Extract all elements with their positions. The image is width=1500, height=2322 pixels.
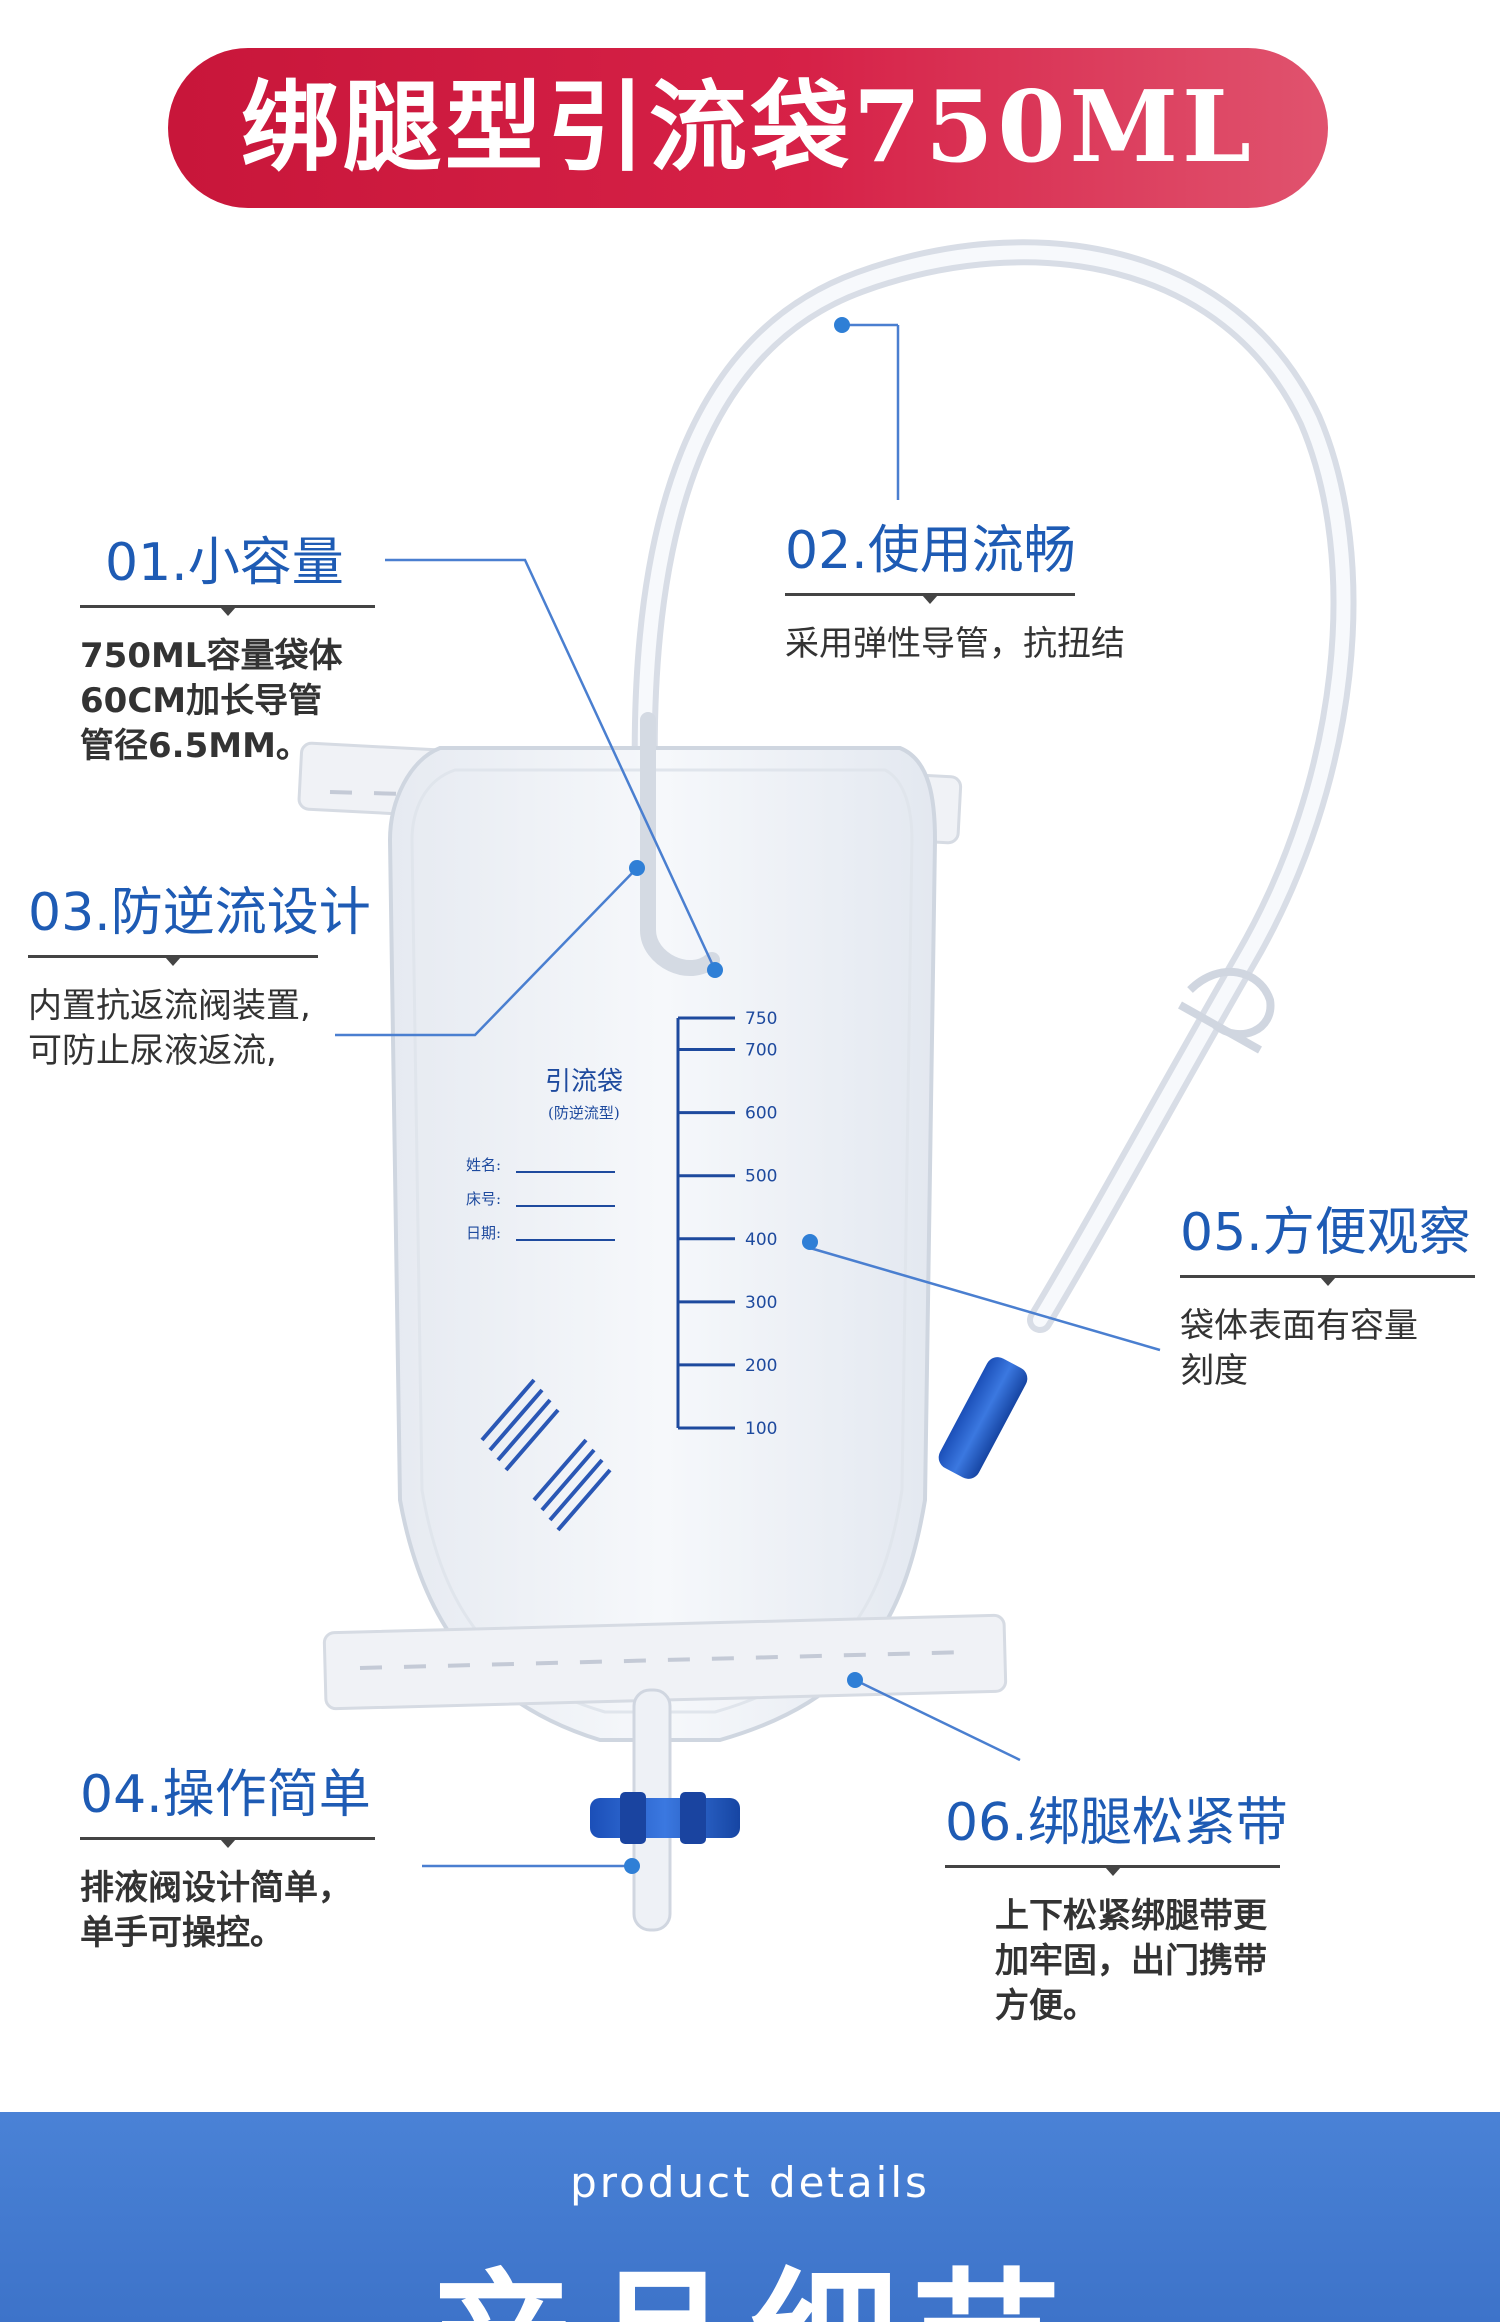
drainage-tube (631, 239, 1357, 1333)
callout-dot-scale (802, 1234, 818, 1250)
feature-observe-desc: 袋体表面有容量 刻度 (1180, 1306, 1418, 1391)
bag-field-date: 日期: (466, 1224, 501, 1242)
bag-body (387, 746, 938, 1742)
feature-strap: 06.绑腿松紧带 上下松紧绑腿带更 加牢固，出门携带 方便。 (945, 1780, 1288, 2029)
feature-capacity-desc: 750ML容量袋体 60CM加长导管 管径6.5MM。 (80, 636, 343, 766)
bag-label: 引流袋 (防逆流型) 姓名: 床号: 日期: (466, 1067, 623, 1242)
feature-flow-divider (785, 593, 1075, 604)
bag-field-name: 姓名: (466, 1156, 501, 1174)
scale-label: 750 (745, 1009, 777, 1029)
feature-flow: 02.使用流畅 采用弹性导管，抗扭结 (785, 508, 1125, 667)
page-title: 绑腿型引流袋750ML (241, 70, 1255, 185)
scale-label: 500 (745, 1167, 777, 1187)
callout-dot-capacity (707, 962, 723, 978)
tube-clamp-icon (1178, 968, 1275, 1054)
callout-dot-drain (624, 1858, 640, 1874)
section-subtitle: product details (570, 2158, 930, 2207)
feature-antireflux-title: 03.防逆流设计 (28, 883, 371, 943)
feature-capacity-title: 01.小容量 (105, 533, 344, 593)
feature-strap-divider (945, 1865, 1280, 1876)
tube-connector-icon (938, 1357, 1028, 1479)
scale-label: 400 (745, 1230, 777, 1250)
bag-field-bed: 床号: (466, 1190, 501, 1208)
drainage-bag-illustration: 引流袋 (防逆流型) 姓名: 床号: 日期: 750 700 600 500 400 30… (297, 239, 1357, 1932)
drain-valve (590, 1688, 740, 1932)
feature-operation-title: 04.操作简单 (80, 1765, 371, 1825)
callout-dot-tube (834, 317, 850, 333)
bottom-strap (322, 1613, 1008, 1711)
callout-dots (624, 317, 863, 1874)
feature-operation: 04.操作简单 排液阀设计简单， 单手可操控。 (80, 1752, 375, 1956)
scale-label: 300 (745, 1293, 777, 1313)
section-header-product-details: product details 产品细节 (0, 2112, 1500, 2322)
scale-label: 200 (745, 1356, 777, 1376)
feature-strap-title: 06.绑腿松紧带 (945, 1793, 1288, 1853)
section-title: 产品细节 (0, 2220, 1500, 2322)
title-banner: 绑腿型引流袋750ML (168, 48, 1328, 208)
feature-capacity: 01.小容量 750ML容量袋体 60CM加长导管 管径6.5MM。 (80, 520, 375, 769)
scale-label: 600 (745, 1104, 777, 1124)
feature-strap-desc: 上下松紧绑腿带更 加牢固，出门携带 方便。 (995, 1896, 1267, 2026)
feature-antireflux: 03.防逆流设计 内置抗返流阀装置, 可防止尿液返流, (28, 870, 371, 1074)
callout-dot-strap (847, 1672, 863, 1688)
bag-label-title: 引流袋 (545, 1067, 623, 1097)
feature-observe: 05.方便观察 袋体表面有容量 刻度 (1180, 1190, 1475, 1394)
scale-label: 100 (745, 1419, 777, 1439)
feature-flow-desc: 采用弹性导管，抗扭结 (785, 624, 1125, 664)
bag-label-subtitle: (防逆流型) (548, 1104, 620, 1122)
feature-antireflux-divider (28, 955, 318, 966)
bag-stripes-icon (480, 1378, 612, 1532)
feature-capacity-divider (80, 605, 375, 616)
feature-operation-desc: 排液阀设计简单， 单手可操控。 (80, 1868, 352, 1953)
feature-observe-divider (1180, 1275, 1475, 1286)
volume-scale: 750 700 600 500 400 300 200 100 (676, 1009, 777, 1439)
callout-lines (335, 323, 1161, 1868)
scale-label: 700 (745, 1041, 777, 1061)
feature-observe-title: 05.方便观察 (1180, 1203, 1471, 1263)
feature-flow-title: 02.使用流畅 (785, 521, 1076, 581)
callout-dot-valve (629, 860, 645, 876)
feature-antireflux-desc: 内置抗返流阀装置, 可防止尿液返流, (28, 986, 311, 1071)
feature-operation-divider (80, 1837, 375, 1848)
